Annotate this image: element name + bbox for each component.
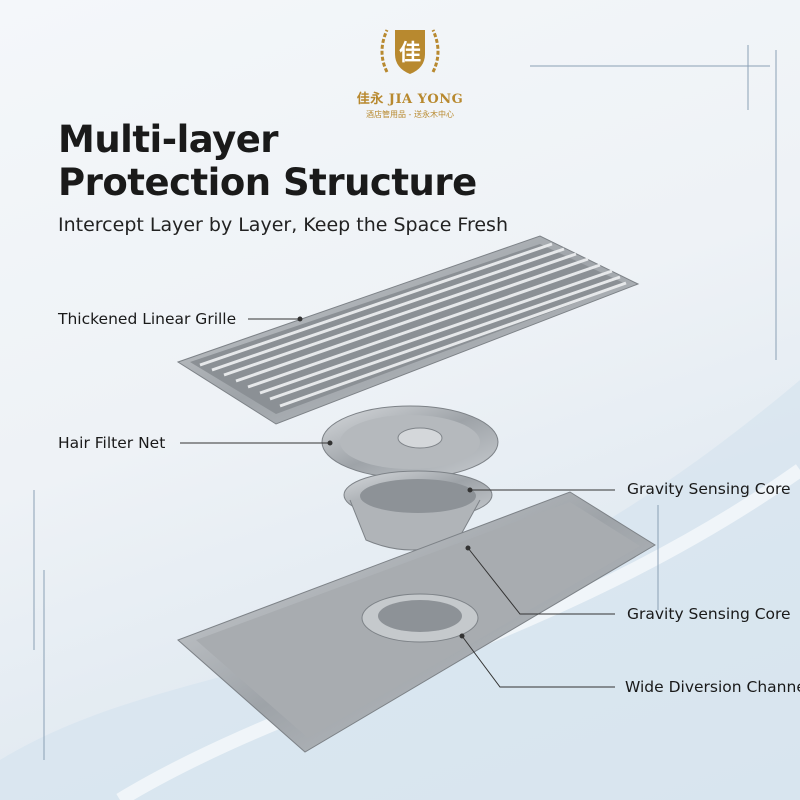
diversion-channel	[177, 491, 656, 753]
linear-grille	[176, 235, 640, 425]
callout-grille: Thickened Linear Grille	[58, 310, 237, 328]
brand-logo: 佳 佳永 JIA YONG 酒店管用品 - 送永木中心	[355, 22, 465, 120]
svg-text:佳: 佳	[399, 41, 421, 66]
hair-filter	[321, 405, 499, 479]
brand-name: 佳永 JIA YONG	[356, 92, 464, 107]
gravity-core	[343, 470, 493, 551]
callout-hair-filter: Hair Filter Net	[58, 434, 166, 452]
page-title: Multi-layer Protection Structure	[58, 118, 477, 204]
callout-lines	[180, 316, 615, 688]
callout-diversion-channel: Wide Diversion Channel	[625, 678, 800, 696]
laurel-shield-icon: 佳	[380, 29, 440, 74]
title-line-1: Multi-layer	[58, 118, 279, 161]
subtitle: Intercept Layer by Layer, Keep the Space…	[58, 214, 508, 236]
callout-gravity-core-2: Gravity Sensing Core	[627, 605, 791, 623]
callout-gravity-core-1: Gravity Sensing Core	[627, 480, 791, 498]
title-line-2: Protection Structure	[58, 161, 477, 204]
brand-tagline: 酒店管用品 - 送永木中心	[366, 110, 454, 119]
